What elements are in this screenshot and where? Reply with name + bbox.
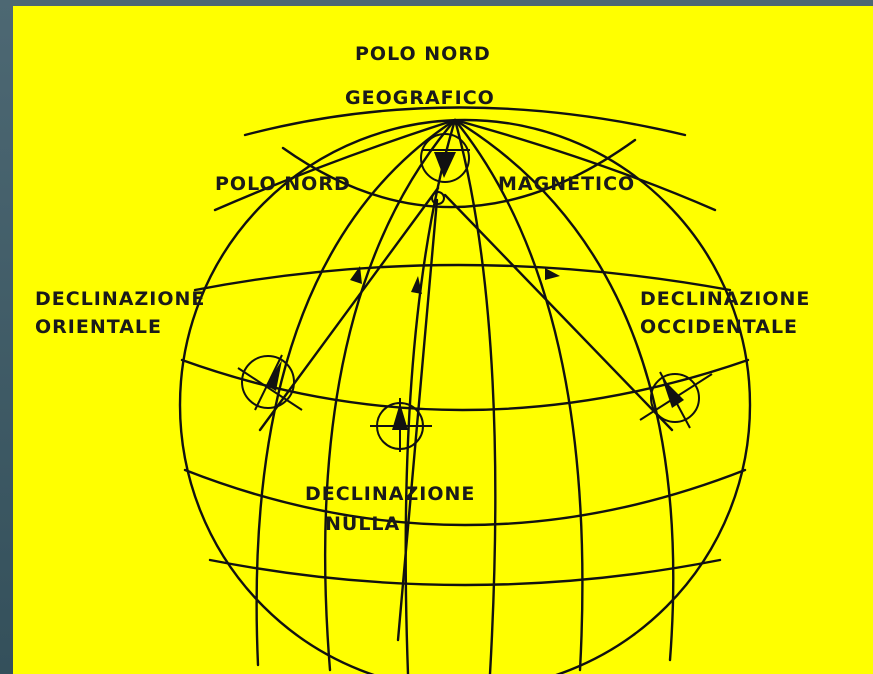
globe-outline xyxy=(180,120,750,674)
geographic-pole-label-line2: GEOGRAFICO xyxy=(345,87,495,109)
compass-icon xyxy=(640,372,712,428)
east-declination-label-line1: DECLINAZIONE xyxy=(35,288,205,310)
null-declination-label-line2: NULLA xyxy=(325,513,400,535)
east-declination-label-line2: ORIENTALE xyxy=(35,316,162,338)
west-declination-label-line2: OCCIDENTALE xyxy=(640,316,798,338)
magnetic-pole-label-left: POLO NORD xyxy=(215,173,351,195)
geographic-pole-label-line1: POLO NORD xyxy=(355,43,491,65)
null-declination-label-line1: DECLINAZIONE xyxy=(305,483,475,505)
west-declination-label-line1: DECLINAZIONE xyxy=(640,288,810,310)
magnetic-pole-label-right: MAGNETICO xyxy=(498,173,635,195)
magnetic-lines xyxy=(260,188,672,640)
latitude-lower xyxy=(210,560,720,585)
top-cap-arc xyxy=(245,108,685,136)
compass-icon xyxy=(238,355,302,410)
compass-icon xyxy=(421,134,470,204)
latitude-upper xyxy=(195,265,730,290)
